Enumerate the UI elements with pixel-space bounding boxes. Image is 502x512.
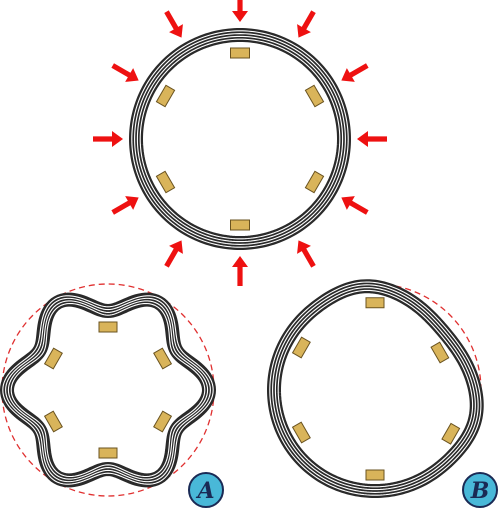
spacer-block xyxy=(155,170,176,194)
pressure-arrow xyxy=(341,63,369,82)
top-ring-gap-1 xyxy=(139,38,341,240)
ring-b-blocks xyxy=(291,297,461,481)
spacer-block xyxy=(155,84,176,108)
ring-b-band xyxy=(266,279,484,499)
pressure-arrow xyxy=(357,131,387,147)
spacer-block xyxy=(291,336,311,359)
pressure-arrow xyxy=(232,256,248,286)
ring-b-gap-4 xyxy=(269,281,482,496)
pressure-arrow xyxy=(297,10,316,38)
ring-b-layers xyxy=(266,279,484,499)
top-ring-gap-3 xyxy=(134,33,346,245)
pressure-arrow xyxy=(297,240,316,268)
ring-b-gap-2 xyxy=(274,287,476,491)
ring-a-gap-2 xyxy=(7,300,209,480)
spacer-block xyxy=(365,469,385,481)
pressure-arrows xyxy=(93,0,387,286)
top-ring-gap-2 xyxy=(136,35,344,243)
ring-a-blocks xyxy=(43,321,173,459)
spacer-block xyxy=(291,421,311,444)
pressure-arrow xyxy=(111,196,139,215)
top-compressed-ring xyxy=(93,0,387,286)
ring-a-gap-1 xyxy=(10,302,206,478)
spacer-block xyxy=(153,347,173,370)
badge-b-circle xyxy=(462,472,498,508)
ring-a-layers xyxy=(0,292,217,488)
spacer-block xyxy=(98,447,118,459)
pressure-arrow xyxy=(341,196,369,215)
badge-b: B xyxy=(462,472,498,508)
buckling-mode-a: A xyxy=(0,283,224,508)
spacer-block xyxy=(430,341,450,364)
spacer-block xyxy=(230,47,250,59)
pressure-arrow xyxy=(164,240,183,268)
badge-a-circle xyxy=(188,472,224,508)
ring-a-gap-4 xyxy=(2,295,214,485)
badge-b-label: B xyxy=(470,478,490,504)
ring-a-gap-3 xyxy=(5,297,211,483)
spacer-block xyxy=(43,347,63,370)
spacer-block xyxy=(304,84,325,108)
ring-a-band xyxy=(0,292,217,488)
pressure-arrow xyxy=(164,10,183,38)
ring-b-gap-3 xyxy=(272,284,479,493)
top-ring-layers xyxy=(128,27,352,251)
spacer-block xyxy=(153,410,173,433)
badge-a: A xyxy=(188,472,224,508)
badge-a-label: A xyxy=(195,478,214,504)
top-ring-gap-4 xyxy=(131,30,349,248)
spacer-block xyxy=(441,422,461,445)
pressure-arrow xyxy=(93,131,123,147)
spacer-block xyxy=(98,321,118,333)
spacer-block xyxy=(43,410,63,433)
top-ring-blocks xyxy=(155,47,325,231)
buckling-mode-b: B xyxy=(266,279,498,508)
pressure-arrow xyxy=(111,63,139,82)
spacer-block xyxy=(365,297,385,309)
top-ring-band xyxy=(128,27,352,251)
ring-b-gap-1 xyxy=(277,289,474,488)
spacer-block xyxy=(230,219,250,231)
spacer-block xyxy=(304,170,325,194)
pressure-arrow xyxy=(232,0,248,22)
